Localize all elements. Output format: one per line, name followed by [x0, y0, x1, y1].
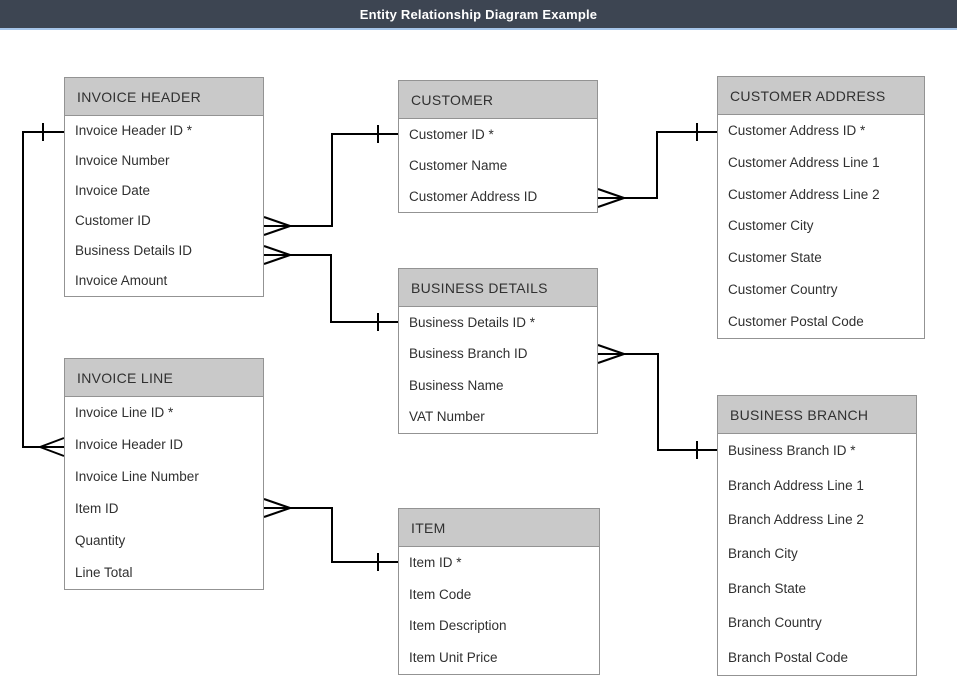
- entity-field: Item ID: [75, 501, 119, 516]
- entity-field: Branch State: [728, 580, 807, 596]
- entity-field: Item Description: [409, 618, 507, 634]
- entity-title: ITEM: [399, 509, 599, 547]
- entity-title: CUSTOMER: [399, 81, 597, 119]
- entity-field: Business Details ID: [75, 243, 193, 258]
- entity-field: Invoice Date: [75, 183, 151, 198]
- entity-field: Business Branch ID *: [728, 443, 856, 459]
- entity-field: Customer Country: [728, 282, 838, 298]
- entity-business-branch: BUSINESS BRANCH Business Branch ID * Bran…: [717, 395, 917, 676]
- entity-title: CUSTOMER ADDRESS: [718, 77, 924, 115]
- entity-field: Branch Address Line 1: [728, 477, 864, 493]
- entity-field: Customer Address Line 2: [728, 186, 880, 202]
- page-header-bar: Entity Relationship Diagram Example: [0, 0, 957, 30]
- entity-field: Invoice Line Number: [75, 469, 199, 484]
- entity-field: Customer ID *: [409, 126, 494, 142]
- entity-field: Business Branch ID: [409, 346, 528, 362]
- entity-field: Customer Address ID *: [728, 122, 866, 138]
- entity-field: Business Details ID *: [409, 314, 536, 330]
- entity-field: Customer Address Line 1: [728, 154, 880, 170]
- entity-field: Customer Name: [409, 157, 508, 173]
- entity-title: BUSINESS DETAILS: [399, 269, 597, 307]
- entity-field: Item Code: [409, 586, 472, 602]
- crow-foot-many-marker: [263, 498, 291, 518]
- entity-field: Customer City: [728, 218, 814, 234]
- crow-foot-many-marker: [39, 437, 65, 457]
- entity-field: Business Name: [409, 377, 504, 393]
- entity-field-list: Business Branch ID * Branch Address Line …: [718, 434, 916, 675]
- entity-title: INVOICE HEADER: [65, 78, 263, 116]
- entity-field: Customer Postal Code: [728, 313, 864, 329]
- entity-field: Branch Country: [728, 615, 822, 631]
- entity-business-details: BUSINESS DETAILS Business Details ID *Bu…: [398, 268, 598, 434]
- connector-businessbranch-businessdetails: [597, 344, 717, 459]
- entity-field: Branch Address Line 2: [728, 512, 864, 528]
- entity-field: Invoice Header ID: [75, 437, 184, 452]
- entity-field: Branch Postal Code: [728, 649, 849, 665]
- entity-field: VAT Number: [409, 409, 485, 425]
- crow-foot-many-marker: [263, 245, 291, 265]
- entity-field: Branch City: [728, 546, 798, 562]
- entity-title: BUSINESS BRANCH: [718, 396, 916, 434]
- entity-field: Item Unit Price: [409, 650, 498, 666]
- crow-foot-many-marker: [597, 188, 625, 208]
- entity-field: Invoice Amount: [75, 273, 168, 288]
- entity-field-list: Customer Address ID * Customer Address Li…: [718, 115, 924, 338]
- page-title: Entity Relationship Diagram Example: [359, 6, 598, 22]
- entity-field: Invoice Number: [75, 153, 170, 168]
- entity-field: Quantity: [75, 533, 126, 548]
- entity-field: Customer Address ID: [409, 188, 538, 204]
- crow-foot-many-marker: [597, 344, 625, 364]
- entity-field-list: Business Details ID * Business Branch ID B…: [399, 307, 597, 433]
- entity-field: Line Total: [75, 565, 133, 580]
- entity-field: Invoice Header ID *: [75, 123, 193, 138]
- connector-invoiceheader-invoiceline: [22, 123, 65, 457]
- entity-invoice-header: INVOICE HEADER Invoice Header ID *Invoic…: [64, 77, 264, 297]
- connector-customer-invoiceheader: [263, 125, 398, 236]
- connector-item-invoiceline: [263, 498, 398, 571]
- entity-field: Customer ID: [75, 213, 151, 228]
- entity-field: Customer State: [728, 250, 822, 266]
- entity-invoice-line: INVOICE LINE Invoice Line ID * Invoice He…: [64, 358, 264, 590]
- entity-title: INVOICE LINE: [65, 359, 263, 397]
- entity-field: Item ID *: [409, 554, 462, 570]
- connector-businessdetails-invoiceheader: [263, 245, 398, 331]
- entity-field-list: Invoice Line ID * Invoice Header ID Invoic…: [65, 397, 263, 589]
- crow-foot-many-marker: [263, 216, 291, 236]
- entity-field: Invoice Line ID *: [75, 405, 174, 420]
- connector-customeraddress-customer: [597, 123, 717, 208]
- entity-customer-address: CUSTOMER ADDRESS Customer Address ID *Cu…: [717, 76, 925, 339]
